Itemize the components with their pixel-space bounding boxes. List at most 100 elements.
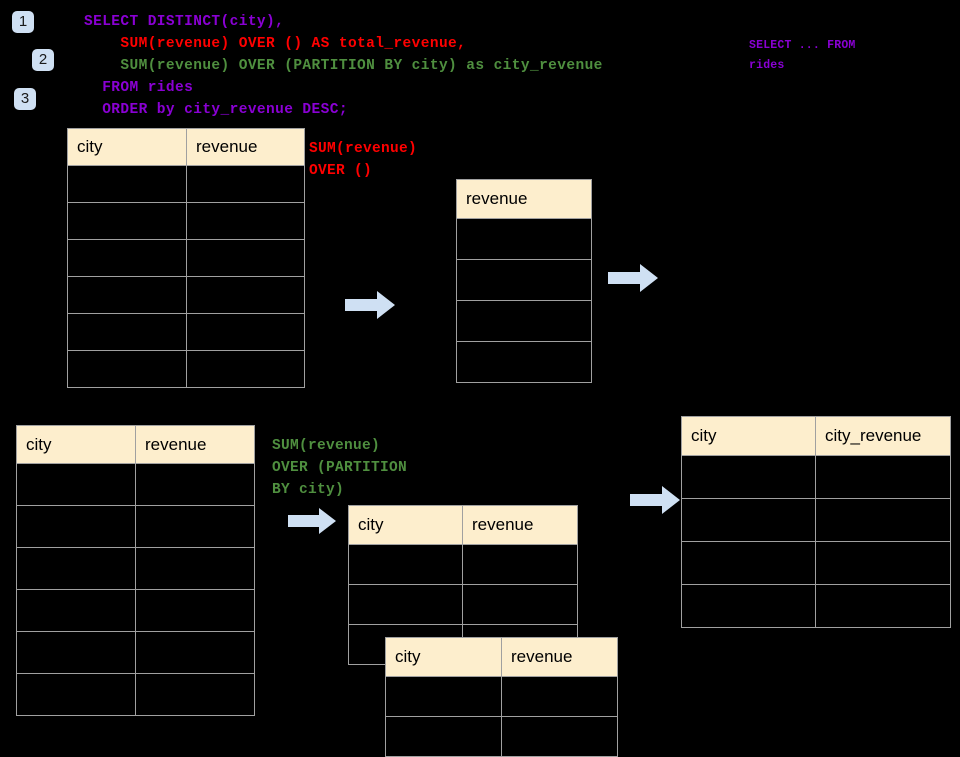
cell-revenue xyxy=(186,165,305,203)
cell-city xyxy=(681,541,816,585)
column-header-city: city xyxy=(348,505,463,545)
step-badge-2: 2 xyxy=(32,49,54,71)
cell-revenue xyxy=(135,463,255,506)
cell-city xyxy=(348,584,463,625)
cell-revenue xyxy=(456,259,592,301)
cell-revenue xyxy=(186,239,305,277)
cell-revenue xyxy=(456,341,592,383)
cell-revenue xyxy=(135,631,255,674)
table-row xyxy=(16,463,255,506)
cell-city-revenue xyxy=(815,584,951,628)
cell-city xyxy=(67,202,187,240)
table-header-row: city revenue xyxy=(385,637,618,677)
table-rides-source-bottom: city revenue xyxy=(16,425,255,716)
table-row xyxy=(16,673,255,716)
cell-city xyxy=(16,589,136,632)
column-header-city: city xyxy=(16,425,136,464)
side-note-select-from-line2: rides xyxy=(749,59,785,72)
step-badge-1: 1 xyxy=(12,11,34,33)
cell-revenue xyxy=(456,218,592,260)
cell-city xyxy=(681,498,816,542)
cell-city xyxy=(67,276,187,314)
cell-revenue xyxy=(135,505,255,548)
table-final-result: city city_revenue xyxy=(681,416,951,628)
sql-line-city-revenue: SUM(revenue) OVER (PARTITION BY city) as… xyxy=(84,58,603,74)
table-partition-group-front: city revenue xyxy=(385,637,618,757)
cell-city xyxy=(385,676,502,717)
table-row xyxy=(67,313,305,351)
cell-city xyxy=(681,584,816,628)
arrow-right-icon xyxy=(608,264,658,292)
table-header-row: city revenue xyxy=(67,128,305,166)
column-header-revenue: revenue xyxy=(135,425,255,464)
cell-city xyxy=(16,547,136,590)
arrow-source-to-revenue-icon xyxy=(345,291,395,324)
cell-revenue xyxy=(186,313,305,351)
table-row xyxy=(67,239,305,277)
cell-city-revenue xyxy=(815,498,951,542)
cell-city xyxy=(67,239,187,277)
table-row xyxy=(681,584,951,628)
table-row xyxy=(348,584,578,625)
arrow-revenue-to-result-icon xyxy=(608,264,658,297)
cell-city xyxy=(385,716,502,757)
table-row xyxy=(67,350,305,388)
arrow-right-icon xyxy=(345,291,395,319)
cell-city xyxy=(67,350,187,388)
step-badge-3: 3 xyxy=(14,88,36,110)
column-header-revenue: revenue xyxy=(501,637,618,677)
column-header-city-revenue: city_revenue xyxy=(815,416,951,456)
table-row xyxy=(16,505,255,548)
table-row xyxy=(385,676,618,717)
annotation-total-revenue: SUM(revenue) OVER () xyxy=(309,141,418,179)
table-row xyxy=(385,716,618,757)
table-row xyxy=(67,202,305,240)
table-row xyxy=(16,589,255,632)
table-row xyxy=(16,547,255,590)
table-row xyxy=(348,544,578,585)
cell-city xyxy=(16,463,136,506)
arrow-right-icon xyxy=(630,486,680,514)
cell-city-revenue xyxy=(815,541,951,585)
arrow-right-icon xyxy=(288,508,336,534)
sql-line-order-by: ORDER by city_revenue DESC; xyxy=(84,102,348,118)
table-row xyxy=(67,165,305,203)
sql-line-total-revenue: SUM(revenue) OVER () AS total_revenue, xyxy=(84,36,467,52)
cell-city xyxy=(348,544,463,585)
table-header-row: revenue xyxy=(456,179,592,219)
arrow-partition-to-result-icon xyxy=(630,486,680,519)
table-total-revenue-column: revenue xyxy=(456,179,592,383)
table-rides-source-top: city revenue xyxy=(67,128,305,388)
table-row xyxy=(456,218,592,260)
cell-city xyxy=(681,455,816,499)
arrow-source-to-partition-icon xyxy=(288,508,336,539)
table-row xyxy=(681,498,951,542)
table-header-row: city city_revenue xyxy=(681,416,951,456)
annotation-city-revenue: SUM(revenue) OVER (PARTITION BY city) xyxy=(272,438,408,498)
column-header-city: city xyxy=(681,416,816,456)
cell-revenue xyxy=(135,547,255,590)
table-row xyxy=(456,300,592,342)
cell-city xyxy=(67,313,187,351)
column-header-revenue: revenue xyxy=(456,179,592,219)
cell-city xyxy=(16,673,136,716)
table-row xyxy=(456,259,592,301)
side-note-select-from-line1: SELECT ... FROM xyxy=(749,39,856,52)
cell-revenue xyxy=(501,716,618,757)
cell-revenue xyxy=(456,300,592,342)
cell-city-revenue xyxy=(815,455,951,499)
table-row xyxy=(681,455,951,499)
cell-city xyxy=(16,631,136,674)
column-header-revenue: revenue xyxy=(462,505,578,545)
table-row xyxy=(16,631,255,674)
column-header-city: city xyxy=(67,128,187,166)
column-header-revenue: revenue xyxy=(186,128,305,166)
table-row xyxy=(67,276,305,314)
sql-line-select-distinct: SELECT DISTINCT(city), xyxy=(84,14,285,30)
cell-city xyxy=(67,165,187,203)
cell-revenue xyxy=(186,202,305,240)
cell-city xyxy=(16,505,136,548)
table-row xyxy=(456,341,592,383)
sql-line-from: FROM rides xyxy=(84,80,194,96)
table-header-row: city revenue xyxy=(16,425,255,464)
